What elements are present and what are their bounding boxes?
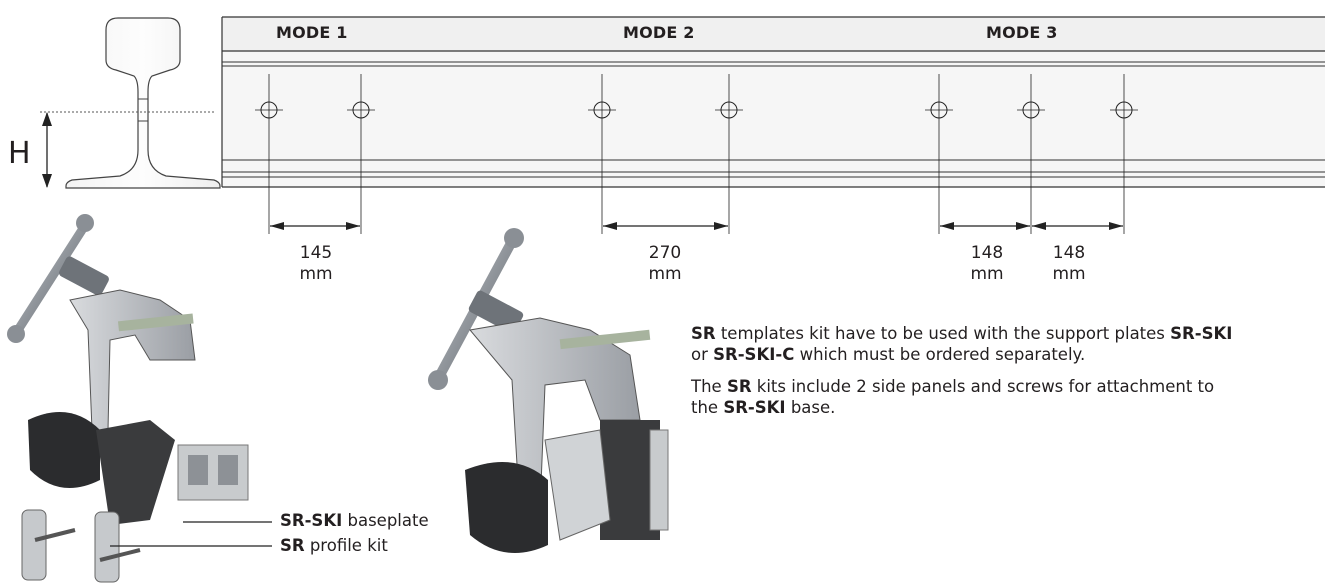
hole-mode3-a [925, 74, 953, 234]
dimension-unit: mm [299, 264, 333, 284]
product-illustration-assembled [428, 228, 669, 553]
note-line-2: the SR-SKI base. [691, 398, 836, 417]
dim-arrow-mode3b [1032, 222, 1123, 230]
callout-profile-kit: SR profile kit [280, 536, 388, 555]
dim-arrow-mode3a [940, 222, 1030, 230]
dimension-mode3a: 148 mm [957, 243, 1017, 285]
dimension-mode1: 145 mm [286, 243, 346, 285]
mode-1-label: MODE 1 [276, 23, 348, 42]
dimension-value: 145 [299, 243, 333, 263]
product-illustration-exploded [0, 214, 250, 585]
rail-profile [65, 17, 221, 189]
dimension-value: 148 [1052, 243, 1086, 263]
note-kit-contents: The SR kits include 2 side panels and sc… [691, 376, 1325, 418]
dimension-value: 148 [970, 243, 1004, 263]
hole-mode1-b [347, 74, 375, 234]
callout-leaders [110, 521, 272, 547]
rail-side-view [221, 16, 1325, 188]
dimension-unit: mm [1052, 264, 1086, 284]
dim-arrow-mode2 [603, 222, 728, 230]
dimension-unit: mm [648, 264, 682, 284]
dimension-arrows [270, 222, 1123, 230]
hole-markers [255, 74, 1138, 234]
note-line-2: or SR-SKI-C which must be ordered separa… [691, 345, 1086, 364]
hole-mode3-b [1017, 74, 1045, 234]
dimension-mode2: 270 mm [635, 243, 695, 285]
note-line-1: SR templates kit have to be used with th… [691, 324, 1233, 343]
hole-mode3-c [1110, 74, 1138, 234]
note-support-plates: SR templates kit have to be used with th… [691, 323, 1325, 365]
callout-baseplate: SR-SKI baseplate [280, 511, 429, 530]
dim-arrow-mode1 [270, 222, 360, 230]
hole-mode2-a [588, 74, 616, 234]
hole-mode2-b [715, 74, 743, 234]
mode-2-label: MODE 2 [623, 23, 695, 42]
dimension-mode3b: 148 mm [1039, 243, 1099, 285]
note-line-1: The SR kits include 2 side panels and sc… [691, 377, 1215, 396]
dimension-unit: mm [970, 264, 1004, 284]
height-label: H [8, 136, 31, 171]
hole-mode1-a [255, 74, 283, 234]
dimension-value: 270 [648, 243, 682, 263]
height-dimension [40, 111, 215, 188]
mode-3-label: MODE 3 [986, 23, 1058, 42]
